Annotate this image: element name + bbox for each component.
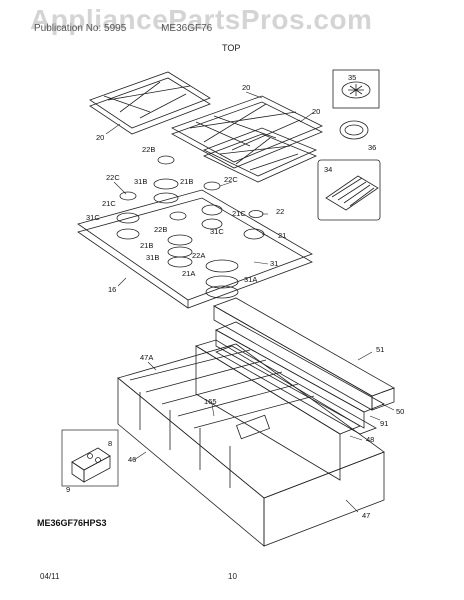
callout-20-left: 20 <box>96 133 104 142</box>
callout-21: 21 <box>278 231 286 240</box>
grate-right[interactable] <box>171 95 323 169</box>
callout-35: 35 <box>348 73 356 82</box>
callout-31: 31 <box>270 259 278 268</box>
watermark: AppliancePartsPros.com <box>30 4 373 35</box>
callout-20-right: 20 <box>312 107 320 116</box>
callout-91: 91 <box>380 419 388 428</box>
callout-21c-right: 21C <box>232 209 246 218</box>
callout-9: 9 <box>66 485 70 494</box>
callout-22c-right: 22C <box>224 175 238 184</box>
burner-cap-35[interactable] <box>341 81 371 99</box>
footer-page-number: 10 <box>228 572 237 581</box>
callout-21a: 21A <box>182 269 195 278</box>
back-panel-50[interactable] <box>215 321 385 429</box>
spark-module-8[interactable] <box>71 447 111 483</box>
callout-47: 47 <box>362 511 370 520</box>
callout-165: 165 <box>204 397 217 406</box>
grate-left[interactable] <box>89 71 211 135</box>
callout-21b-top: 21B <box>180 177 193 186</box>
model-number: ME36GF76HPS3 <box>37 518 107 528</box>
inset-griddle-box <box>317 159 381 221</box>
callout-34: 34 <box>324 165 332 174</box>
section-title: TOP <box>222 43 241 53</box>
leader-lines <box>105 91 395 513</box>
page-header: Publication No: 5995 ME36GF76 <box>34 23 244 34</box>
callout-31c-right: 31C <box>210 227 224 236</box>
callout-21b-lower: 21B <box>140 241 153 250</box>
inset-burner-cap-box <box>332 69 380 109</box>
inset-valve-box <box>61 429 119 487</box>
publication-label: Publication No: 5995 <box>34 23 127 34</box>
chassis-47[interactable] <box>117 343 385 547</box>
callout-16: 16 <box>108 285 116 294</box>
callout-22b-top: 22B <box>142 145 155 154</box>
callout-51: 51 <box>376 345 384 354</box>
callout-21c-left: 21C <box>102 199 116 208</box>
grate-center[interactable] <box>202 127 318 183</box>
callout-22a: 22A <box>192 251 205 260</box>
callout-46: 46 <box>128 455 136 464</box>
callout-31a: 31A <box>244 275 257 284</box>
griddle-34[interactable] <box>325 175 379 211</box>
callout-31b-lower: 31B <box>146 253 159 262</box>
callout-31b-top: 31B <box>134 177 147 186</box>
ring-36[interactable] <box>339 120 369 140</box>
rail-91[interactable] <box>215 345 377 435</box>
callout-47a: 47A <box>140 353 153 362</box>
burner-cap-22b-upper[interactable] <box>157 155 175 165</box>
callout-36: 36 <box>368 143 376 152</box>
back-panel-51[interactable] <box>213 297 395 411</box>
cooktop-panel-16[interactable] <box>77 189 313 309</box>
callout-50: 50 <box>396 407 404 416</box>
footer-date: 04/11 <box>40 572 60 581</box>
callout-22c-left: 22C <box>106 173 120 182</box>
callout-8: 8 <box>108 439 112 448</box>
callout-22b-lower: 22B <box>154 225 167 234</box>
model-header: ME36GF76 <box>161 23 213 34</box>
burner-assemblies <box>116 155 265 299</box>
callout-31c-left: 31C <box>86 213 100 222</box>
callout-22: 22 <box>276 207 284 216</box>
callout-20-top: 20 <box>242 83 250 92</box>
callout-labels: 20 20 20 35 36 34 22B 22C 31B 21B 22C 21… <box>66 73 404 520</box>
callout-48: 48 <box>366 435 374 444</box>
rear-panel-48[interactable] <box>195 339 361 481</box>
